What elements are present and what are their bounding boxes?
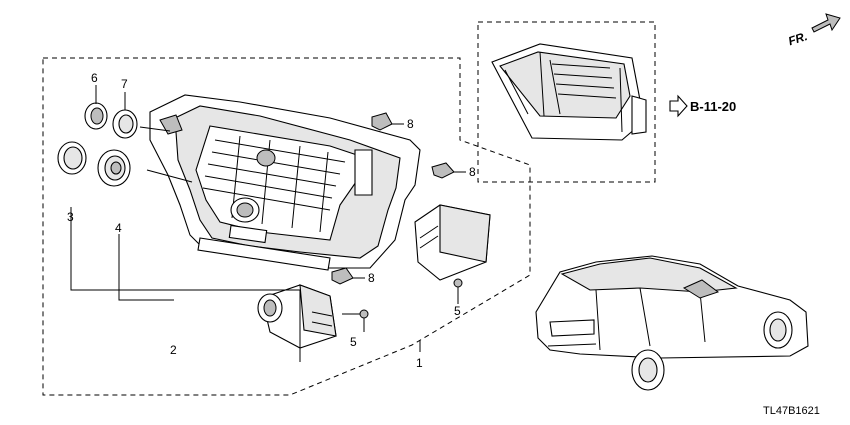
callout-6: 6 bbox=[91, 71, 98, 85]
callout-8-upper: 8 bbox=[407, 117, 414, 131]
part-4-knob bbox=[97, 149, 131, 187]
front-direction-indicator: FR. bbox=[786, 13, 841, 48]
vehicle-illustration bbox=[535, 255, 809, 391]
callout-2: 2 bbox=[170, 343, 177, 357]
reference-label: B-11-20 bbox=[690, 99, 736, 114]
callout-5-right: 5 bbox=[454, 304, 461, 318]
callout-3: 3 bbox=[67, 210, 74, 224]
part-8-clip-lower bbox=[331, 267, 354, 285]
switch-assembly bbox=[257, 284, 337, 349]
part-7-ring bbox=[112, 109, 138, 139]
center-panel bbox=[149, 94, 421, 271]
part-6-ring bbox=[84, 102, 108, 130]
callout-1: 1 bbox=[416, 356, 423, 370]
part-5-screw-right bbox=[453, 278, 463, 294]
front-arrow-icon bbox=[811, 13, 841, 33]
callout-4: 4 bbox=[115, 221, 122, 235]
part-5-screw-lower bbox=[342, 309, 369, 319]
control-unit-box bbox=[414, 204, 491, 281]
diagram-code: TL47B1621 bbox=[763, 405, 820, 417]
callout-8-right: 8 bbox=[469, 165, 476, 179]
callout-5-lower: 5 bbox=[350, 335, 357, 349]
front-direction-label: FR. bbox=[786, 29, 809, 48]
reference-arrow-icon bbox=[669, 94, 688, 118]
part-3-knob bbox=[57, 141, 87, 175]
callout-8-lower: 8 bbox=[368, 271, 375, 285]
section-reference: B-11-20 bbox=[669, 94, 736, 118]
display-unit-boundary bbox=[477, 21, 656, 183]
assembly-boundary bbox=[42, 57, 531, 396]
callout-7: 7 bbox=[121, 77, 128, 91]
leader-lines bbox=[70, 85, 466, 362]
display-unit bbox=[491, 43, 647, 141]
part-8-clip-right bbox=[431, 162, 455, 179]
part-8-clip-upper bbox=[371, 112, 393, 131]
